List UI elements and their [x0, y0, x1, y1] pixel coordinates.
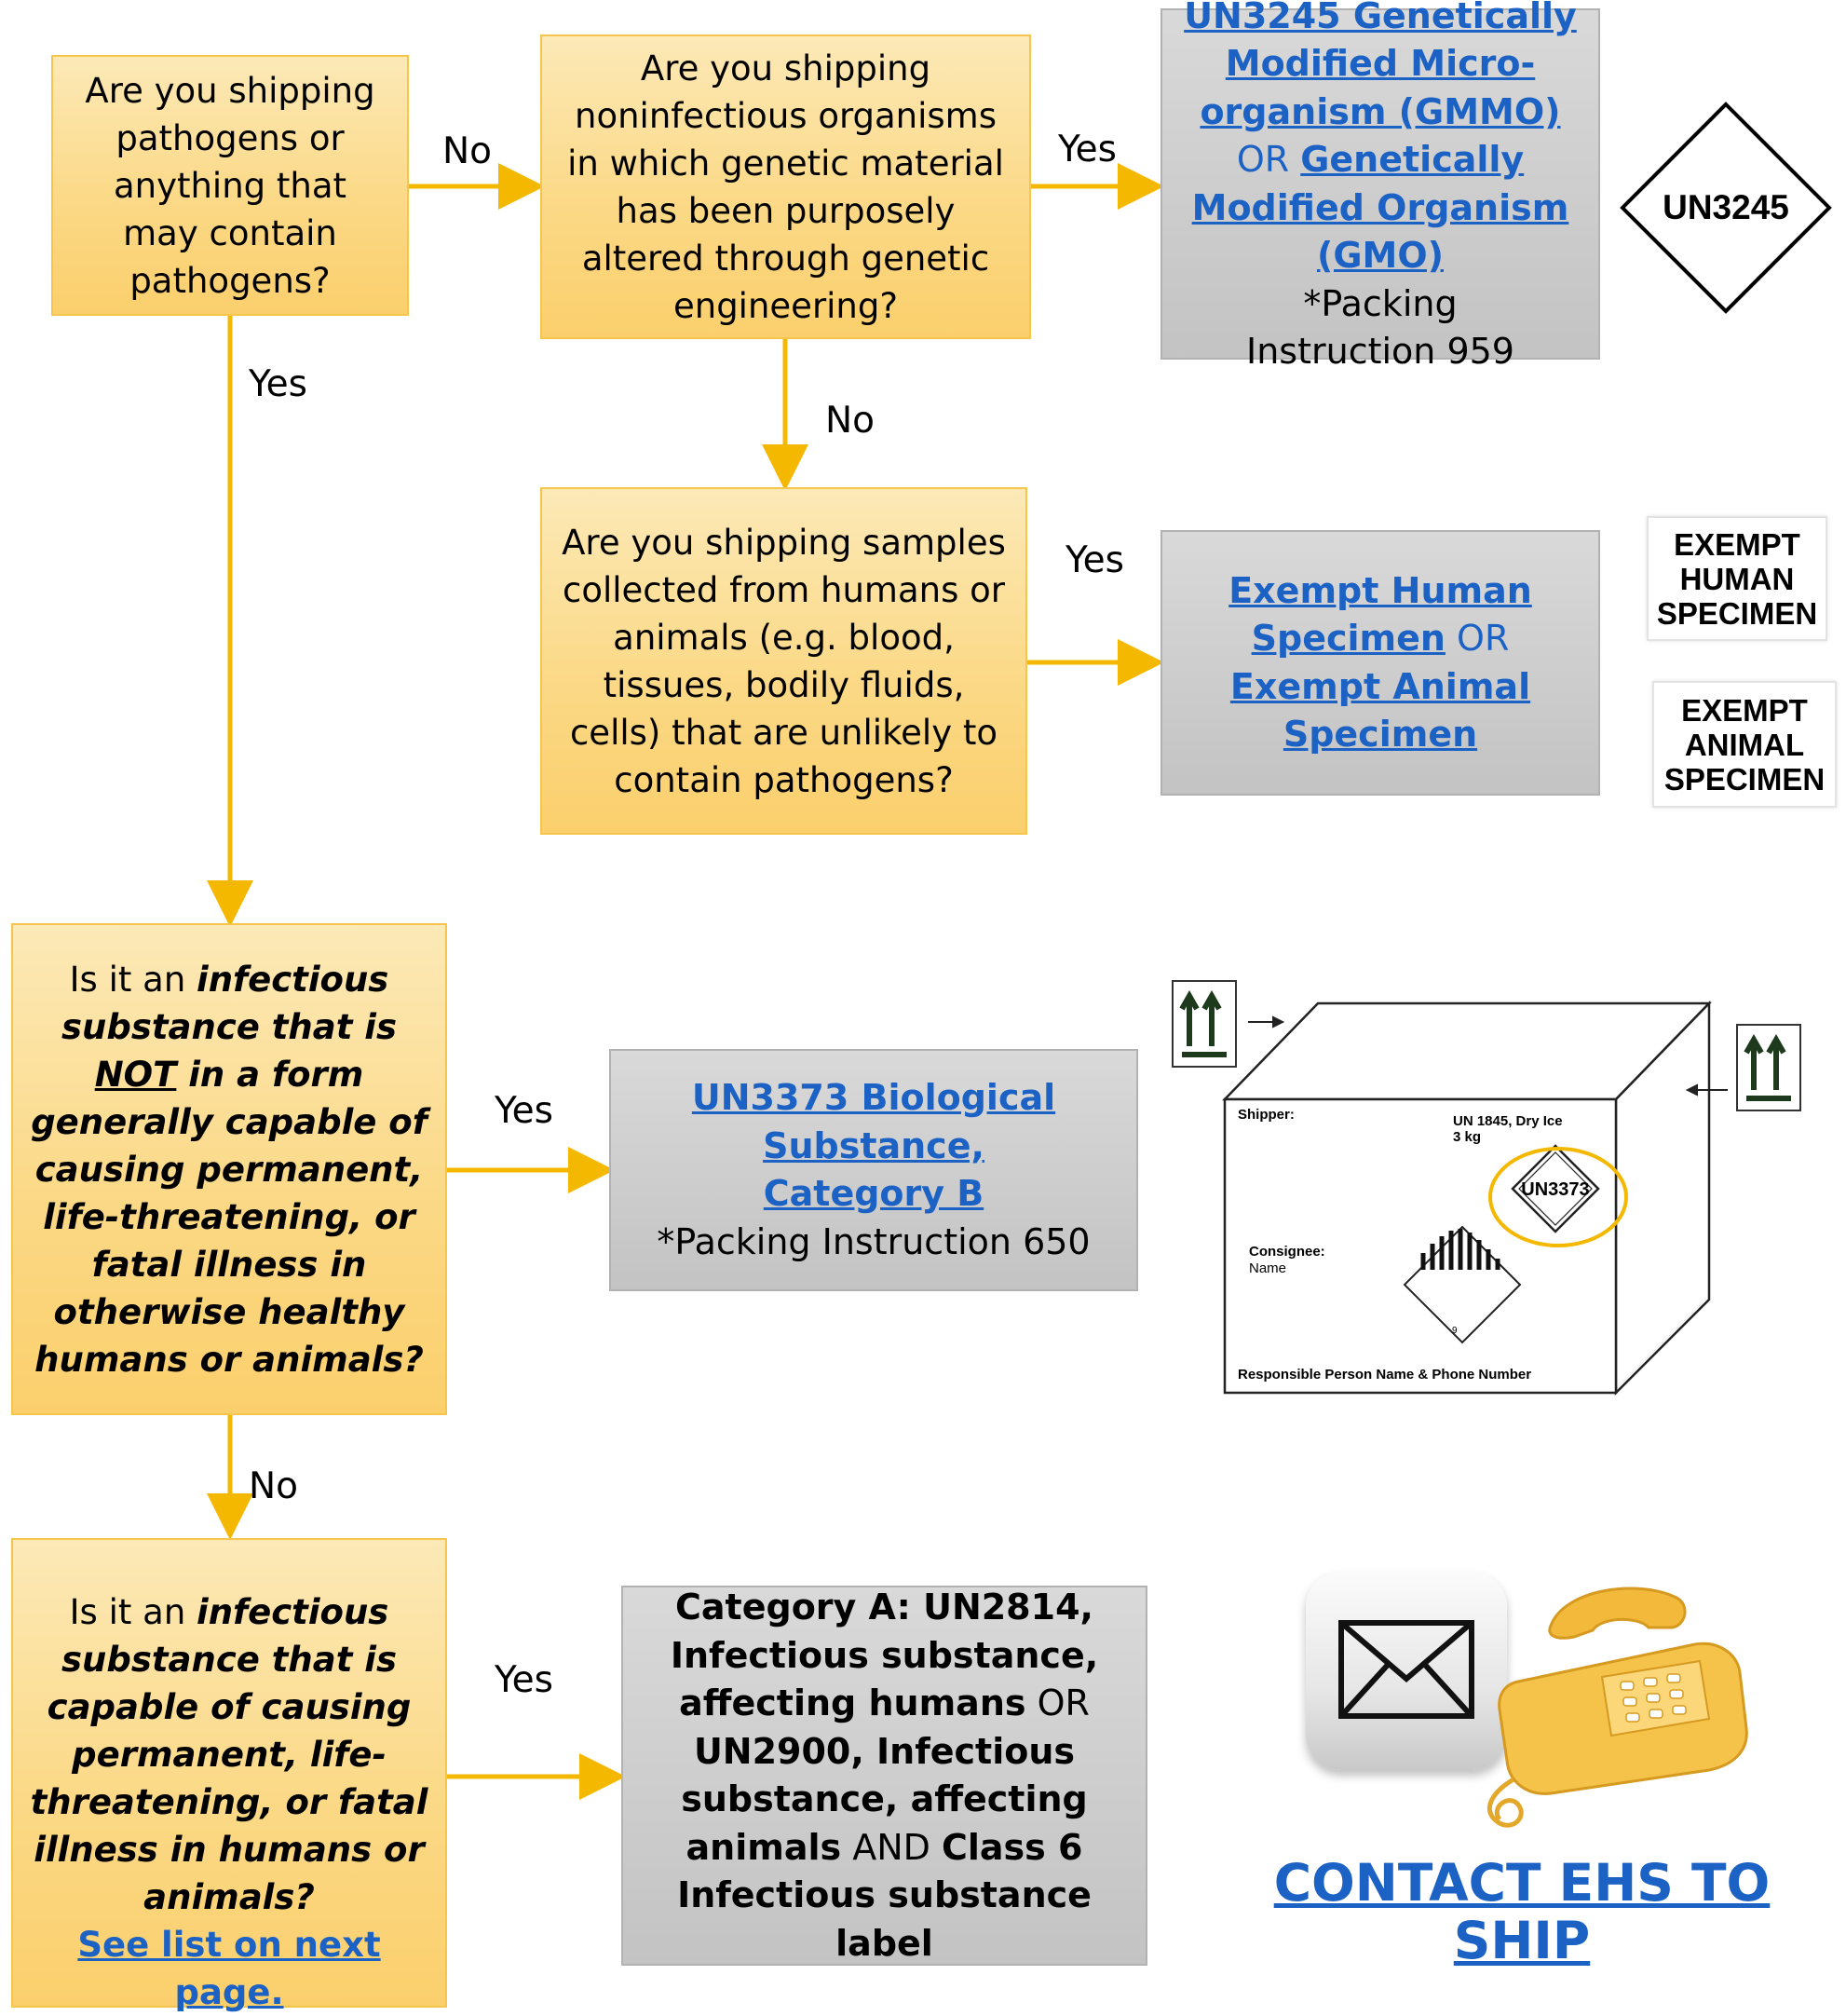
question-pathogens: Are you shipping pathogens or anything t…: [51, 55, 409, 316]
class-9-hazard-label: [1403, 1225, 1522, 1344]
packing-instruction: *Packing Instruction 650: [657, 1220, 1091, 1262]
this-way-up-icon: [1736, 1024, 1801, 1111]
contact-ehs-link[interactable]: CONTACT EHS TO SHIP: [1273, 1853, 1771, 1970]
gmmo-link[interactable]: UN3245 Genetically Modified Micro-organi…: [1184, 0, 1577, 132]
gmo-link[interactable]: Genetically Modified Organism (GMO): [1191, 139, 1569, 276]
answer-text: Exempt Human Specimen OR Exempt Animal S…: [1228, 569, 1532, 756]
envelope-icon: [1306, 1572, 1507, 1770]
question-text: Is it an infectious substance that is NO…: [31, 959, 428, 1380]
exempt-animal-link[interactable]: Exempt Animal Specimen: [1229, 665, 1531, 756]
un3245-diamond-label: UN3245: [1619, 101, 1833, 315]
un3373-diamond-label: [1488, 1144, 1628, 1247]
exempt-human-specimen-label: EXEMPT HUMAN SPECIMEN: [1647, 516, 1827, 641]
packing-instruction: *Packing Instruction 959: [1246, 282, 1514, 373]
exempt-human-link[interactable]: Exempt Human Specimen: [1228, 569, 1532, 660]
question-text: Is it an infectious substance that is ca…: [30, 1592, 428, 1917]
package-un3373-text: UN3373: [1521, 1179, 1590, 1200]
edge-label-yes: Yes: [495, 1659, 553, 1701]
edge-label-no: No: [825, 400, 875, 442]
answer-un3245: UN3245 Genetically Modified Micro-organi…: [1161, 0, 1600, 372]
package-illustration: Shipper: UN 1845, Dry Ice 3 kg UN3373 Co…: [1169, 974, 1812, 1402]
question-text: Are you shipping pathogens or anything t…: [85, 70, 375, 301]
telephone-icon: [1486, 1587, 1748, 1828]
question-exempt-specimens: Are you shipping samples collected from …: [540, 487, 1027, 835]
question-genetically-modified: Are you shipping noninfectious organisms…: [540, 34, 1031, 339]
edge-label-yes: Yes: [1066, 539, 1124, 581]
package-shipper-label: Shipper:: [1238, 1107, 1295, 1123]
edge-label-yes: Yes: [249, 363, 307, 405]
answer-un3373: UN3373 Biological Substance, Category B …: [609, 1049, 1138, 1291]
answer-text: UN3245 Genetically Modified Micro-organi…: [1179, 0, 1581, 280]
this-way-up-icon: [1172, 980, 1237, 1068]
question-category-a: Is it an infectious substance that is ca…: [11, 1538, 447, 2012]
question-text: Are you shipping samples collected from …: [562, 522, 1006, 800]
edge-label-yes: Yes: [1058, 129, 1117, 170]
answer-exempt-specimen: Exempt Human Specimen OR Exempt Animal S…: [1161, 530, 1600, 796]
package-box-drawing: [1172, 980, 1801, 1396]
answer-category-a: Category A: UN2814, Infectious substance…: [621, 1586, 1147, 1966]
package-name-label: Name: [1249, 1260, 1287, 1276]
package-consignee-label: Consignee:: [1249, 1244, 1325, 1260]
un3245-label-text: UN3245: [1663, 188, 1789, 226]
see-list-link[interactable]: See list on next page.: [77, 1925, 381, 2012]
package-dry-ice-label: UN 1845, Dry Ice: [1453, 1113, 1563, 1129]
answer-text: Category A: UN2814, Infectious substance…: [670, 1587, 1099, 1964]
exempt-animal-specimen-label: EXEMPT ANIMAL SPECIMEN: [1652, 681, 1837, 808]
edge-label-no: No: [249, 1465, 299, 1507]
package-class-number: 9: [1452, 1326, 1458, 1336]
un3373-link[interactable]: UN3373 Biological Substance, Category B: [691, 1077, 1056, 1214]
question-category-b: Is it an infectious substance that is NO…: [11, 923, 447, 1415]
edge-label-no: No: [442, 130, 493, 172]
question-text: Are you shipping noninfectious organisms…: [567, 48, 1004, 326]
edge-label-yes: Yes: [495, 1090, 553, 1132]
package-responsible-person: Responsible Person Name & Phone Number: [1238, 1367, 1532, 1383]
package-dry-ice-qty: 3 kg: [1453, 1129, 1482, 1145]
